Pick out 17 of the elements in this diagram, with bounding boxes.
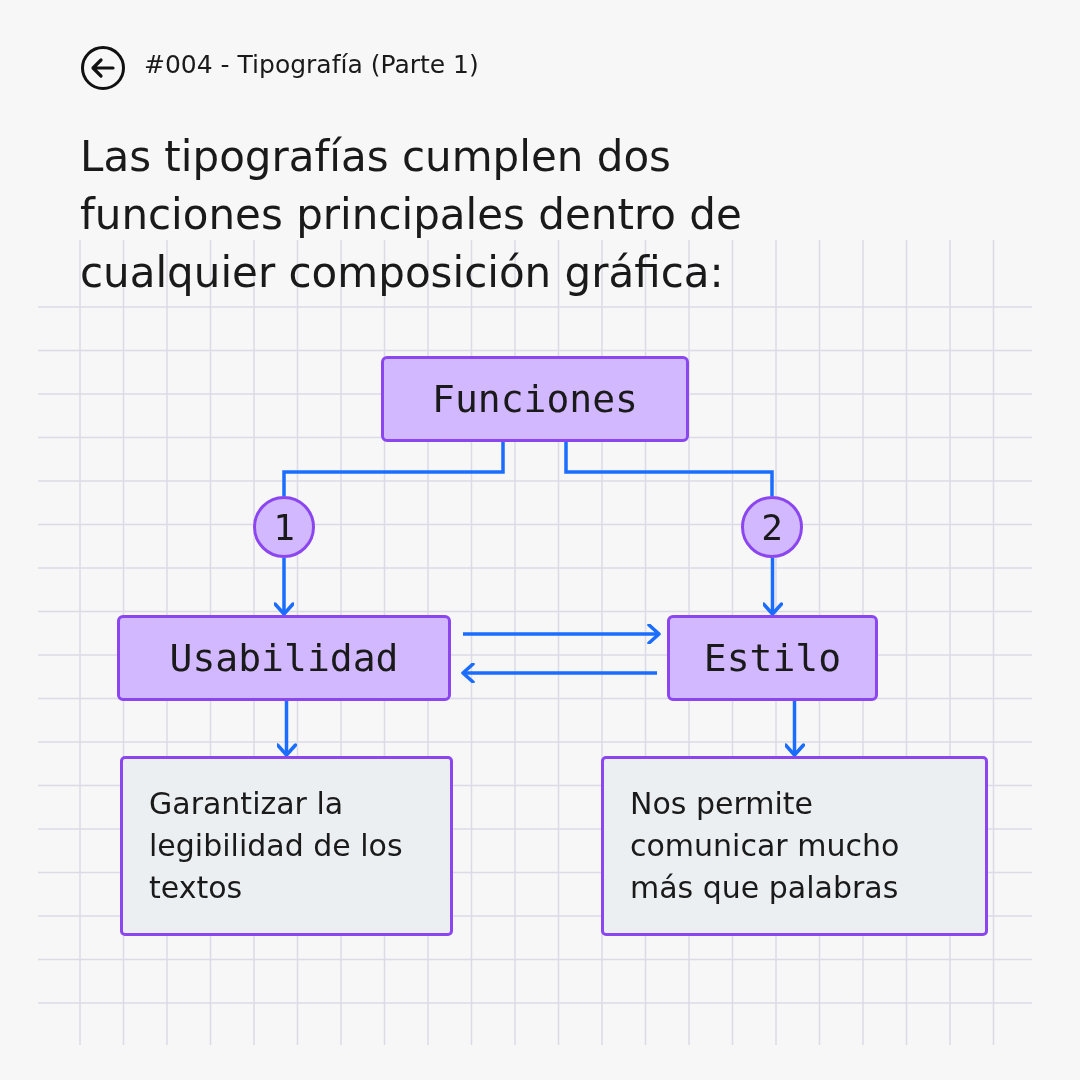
category-box: Estilo bbox=[667, 615, 878, 701]
number-circle: 1 bbox=[253, 496, 315, 558]
category-box: Funciones bbox=[381, 356, 689, 442]
arrow bbox=[761, 558, 784, 616]
arrow bbox=[461, 662, 657, 684]
series-label: #004 - Tipografía (Parte 1) bbox=[144, 50, 479, 79]
number-circle: 2 bbox=[741, 496, 803, 558]
arrow bbox=[275, 701, 298, 757]
heading: Las tipografías cumplen dos funciones principales dentro de cualquier composición gráfica: bbox=[80, 131, 743, 299]
arrow bbox=[273, 558, 295, 616]
connector-line bbox=[564, 442, 774, 496]
category-box: Usabilidad bbox=[117, 615, 451, 701]
arrow bbox=[463, 623, 661, 645]
connector-line bbox=[282, 442, 505, 496]
description-box: Garantizar la legibilidad de los textos bbox=[120, 756, 453, 936]
description-box: Nos permite comunicar mucho más que palabras bbox=[601, 756, 988, 936]
arrow bbox=[783, 701, 806, 757]
